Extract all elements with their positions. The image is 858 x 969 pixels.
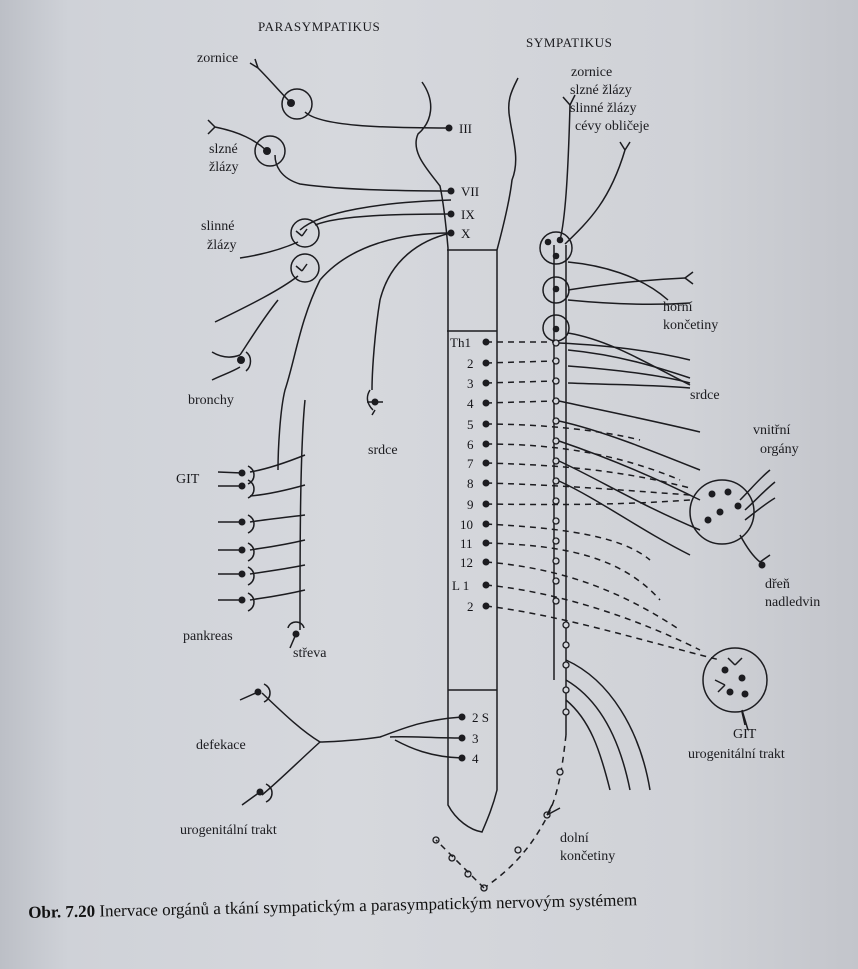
para-pathway-III [250,59,449,128]
sym-label-dren-2: nadledvin [765,594,820,611]
cranial-label-IX: IX [461,207,475,222]
sym-label-dolni-2: končetiny [560,848,615,865]
sym-label-slinne: slinné žlázy [570,100,636,117]
segment-label-s4: 4 [472,751,479,766]
para-pathway-X [212,233,451,620]
para-label-slinne-1: slinné [201,218,234,235]
segment-label-th4: 4 [467,396,474,411]
segment-label-th6: 6 [467,437,474,452]
para-label-slzne-2: žlázy [209,159,239,176]
para-label-slzne-1: slzné [209,141,238,158]
segment-label-th3: 3 [467,376,474,391]
para-git-endings [218,466,304,648]
parasympathetic-header: PARASYMPATIKUS [258,18,380,35]
segment-label-th9: 9 [467,497,474,512]
sym-label-vnitrni-1: vnitřní [753,422,790,439]
cranial-label-VII: VII [461,184,479,199]
sym-label-horni-1: horní [663,299,693,316]
sym-label-horni-2: končetiny [663,317,718,334]
para-pathway-VII [208,120,451,230]
para-label-srdce: srdce [368,442,398,459]
para-label-zornice: zornice [197,50,238,67]
mesenteric-ganglion [703,648,767,730]
segment-label-s3: 3 [472,731,479,746]
segment-label-th1: Th1 [450,335,471,350]
figure-number: Obr. 7.20 [28,902,95,922]
segment-label-l2: 2 [467,599,474,614]
segment-label-th11: 11 [460,536,473,551]
segment-label-th2: 2 [467,356,474,371]
sym-label-vnitrni-2: orgány [760,441,799,458]
sym-label-srdce: srdce [690,387,720,404]
sym-label-dolni-1: dolní [560,830,589,847]
para-label-streva: střeva [293,645,326,662]
para-label-defekace: defekace [196,737,246,754]
sym-preganglionic [486,342,720,790]
sym-label-slzne: slzné žlázy [570,82,632,99]
segment-label-th8: 8 [467,476,474,491]
segment-label-th7: 7 [467,456,474,471]
segment-dots [483,339,490,610]
sym-label-zornice: zornice [571,64,612,81]
chain-ganglia [433,340,569,891]
segment-label-l1: L 1 [452,578,469,593]
segment-label-s2: 2 S [472,710,489,725]
para-label-urogenital: urogenitální trakt [180,822,277,839]
segment-label-th10: 10 [460,517,473,532]
para-label-slinne-2: žlázy [207,237,237,254]
para-label-pankreas: pankreas [183,628,233,645]
para-label-bronchy: bronchy [188,392,234,409]
segment-label-th12: 12 [460,555,473,570]
celiac-ganglion [690,470,775,569]
cranial-label-III: III [459,121,472,136]
sym-label-cevy: cévy obličeje [575,118,649,135]
para-pathway-sacral [240,684,466,805]
sym-label-dren-1: dřeň [765,576,790,593]
cranial-label-X: X [461,226,470,241]
segment-label-th5: 5 [467,417,474,432]
para-label-git: GIT [176,471,199,488]
sym-label-git: GIT [733,726,756,743]
sympathetic-header: SYMPATIKUS [526,34,612,51]
sym-label-urogenital: urogenitální trakt [688,746,785,763]
